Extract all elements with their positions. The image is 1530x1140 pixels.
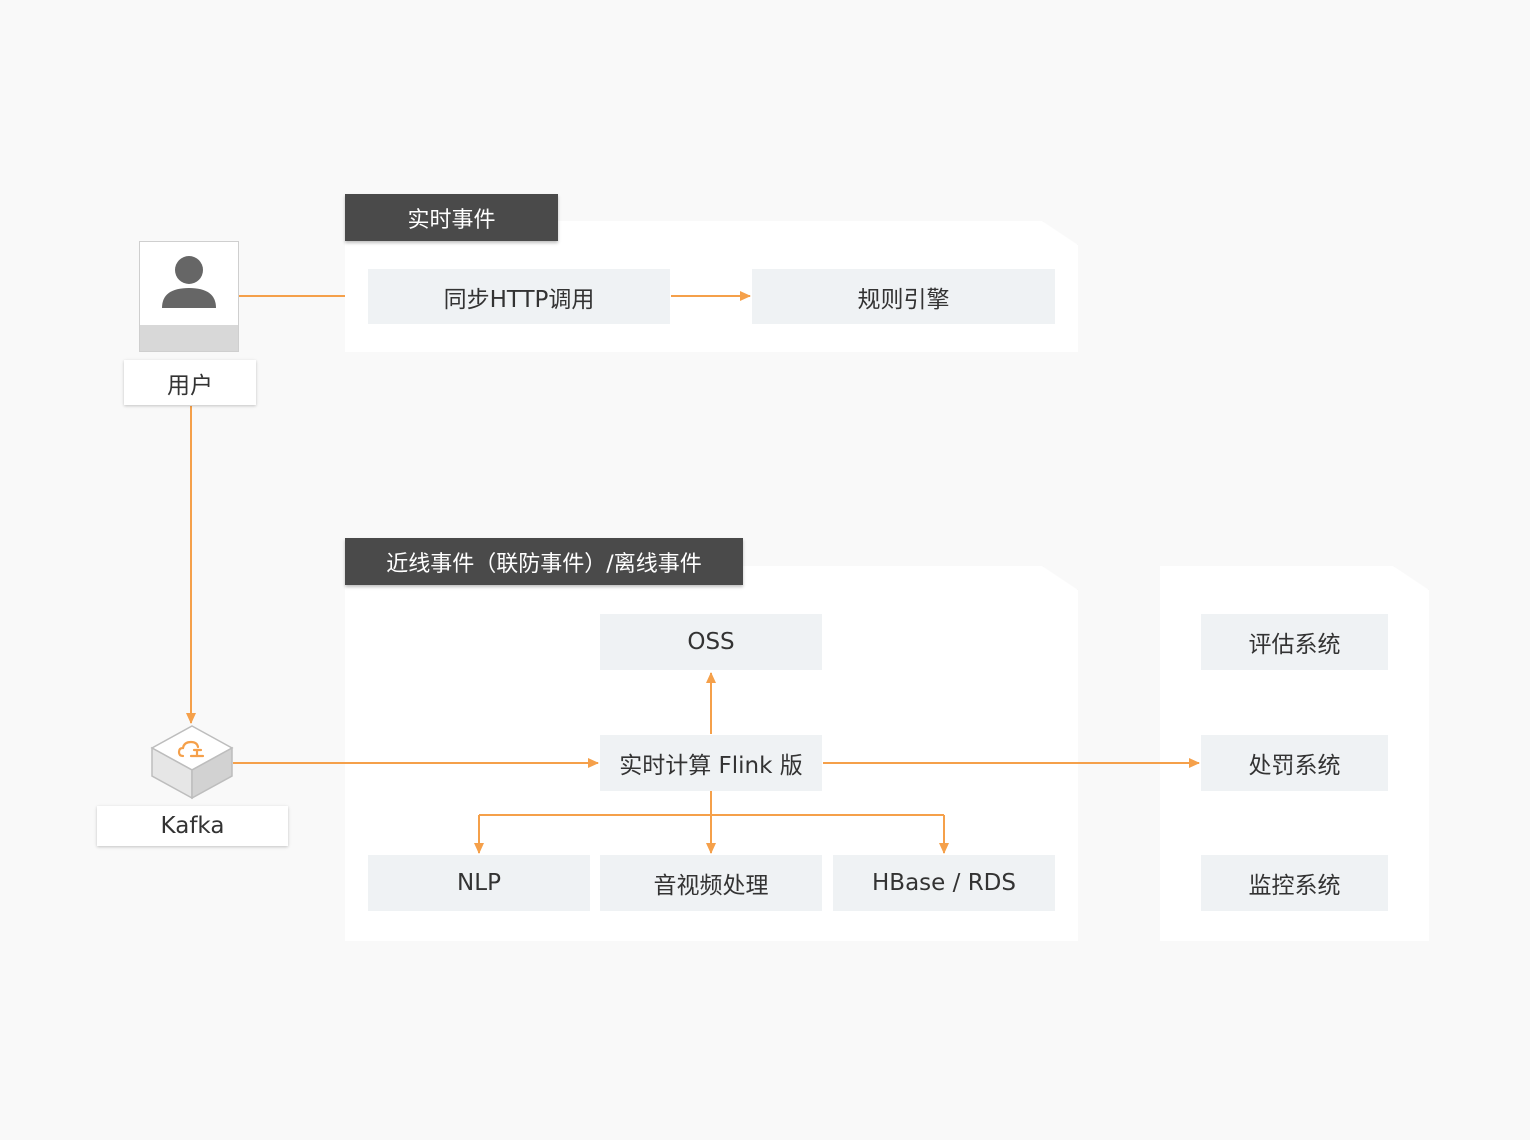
nearline-tag: 近线事件（联防事件）/离线事件 (345, 538, 743, 585)
node-http-call: 同步HTTP调用 (368, 269, 670, 324)
kafka-cube-icon (150, 724, 234, 800)
node-av-processing: 音视频处理 (600, 855, 822, 911)
node-eval-system: 评估系统 (1201, 614, 1388, 670)
user-label: 用户 (124, 360, 256, 405)
kafka-label: Kafka (97, 806, 288, 846)
realtime-tag: 实时事件 (345, 194, 558, 241)
node-punish-system: 处罚系统 (1201, 735, 1388, 791)
node-monitor-system: 监控系统 (1201, 855, 1388, 911)
user-silhouette-icon (140, 256, 238, 351)
node-flink: 实时计算 Flink 版 (600, 735, 822, 791)
node-oss: OSS (600, 614, 822, 670)
node-rule-engine: 规则引擎 (752, 269, 1055, 324)
node-hbase-rds: HBase / RDS (833, 855, 1055, 911)
cloud-icon (177, 740, 205, 758)
node-nlp: NLP (368, 855, 590, 911)
user-icon (139, 241, 239, 352)
